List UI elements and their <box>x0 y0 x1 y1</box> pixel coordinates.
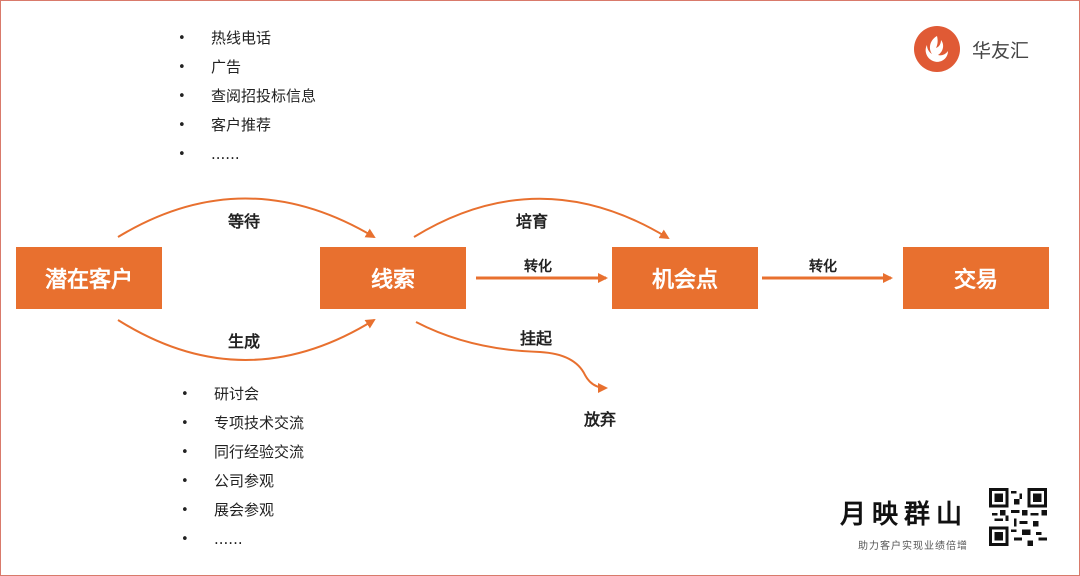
brand-subtitle: 助力客户实现业绩倍增 <box>858 541 969 552</box>
list-item: 热线电话 <box>178 24 316 53</box>
logo: 华友汇 <box>914 26 1029 72</box>
logo-text: 华友汇 <box>972 39 1030 62</box>
arrow-suspend <box>415 321 608 393</box>
list-item: 公司参观 <box>181 467 304 496</box>
list-item: 展会参观 <box>181 496 304 525</box>
arrow-nurture <box>413 197 670 240</box>
label-abandon: 放弃 <box>584 410 617 429</box>
stage-potential-customer: 潜在客户 <box>16 247 162 309</box>
label-convert-2: 转化 <box>809 259 837 275</box>
arrow-wait <box>117 197 376 239</box>
lead-sources-list: 热线电话 广告 查阅招投标信息 客户推荐 ...... <box>178 24 316 169</box>
phoenix-icon <box>914 26 960 72</box>
label-convert-1: 转化 <box>524 259 552 275</box>
stage-deal: 交易 <box>903 247 1049 309</box>
label-generate: 生成 <box>228 332 261 351</box>
stage-lead: 线索 <box>320 247 466 309</box>
qr-code-icon <box>989 488 1047 546</box>
list-item: 研讨会 <box>181 380 304 409</box>
list-item: 查阅招投标信息 <box>178 82 316 111</box>
brand-block: 月映群山 助力客户实现业绩倍增 <box>840 494 968 552</box>
list-item: 广告 <box>178 53 316 82</box>
label-suspend: 挂起 <box>520 329 553 348</box>
list-item: 专项技术交流 <box>181 409 304 438</box>
arrow-generate <box>117 318 376 361</box>
label-wait: 等待 <box>228 212 261 231</box>
label-nurture: 培育 <box>516 212 549 231</box>
list-item: ...... <box>181 525 304 554</box>
list-item: ...... <box>178 140 316 169</box>
list-item: 同行经验交流 <box>181 438 304 467</box>
list-item: 客户推荐 <box>178 111 316 140</box>
stage-opportunity: 机会点 <box>612 247 758 309</box>
lead-generation-list: 研讨会 专项技术交流 同行经验交流 公司参观 展会参观 ...... <box>181 380 304 554</box>
brand-title: 月映群山 <box>840 500 969 530</box>
